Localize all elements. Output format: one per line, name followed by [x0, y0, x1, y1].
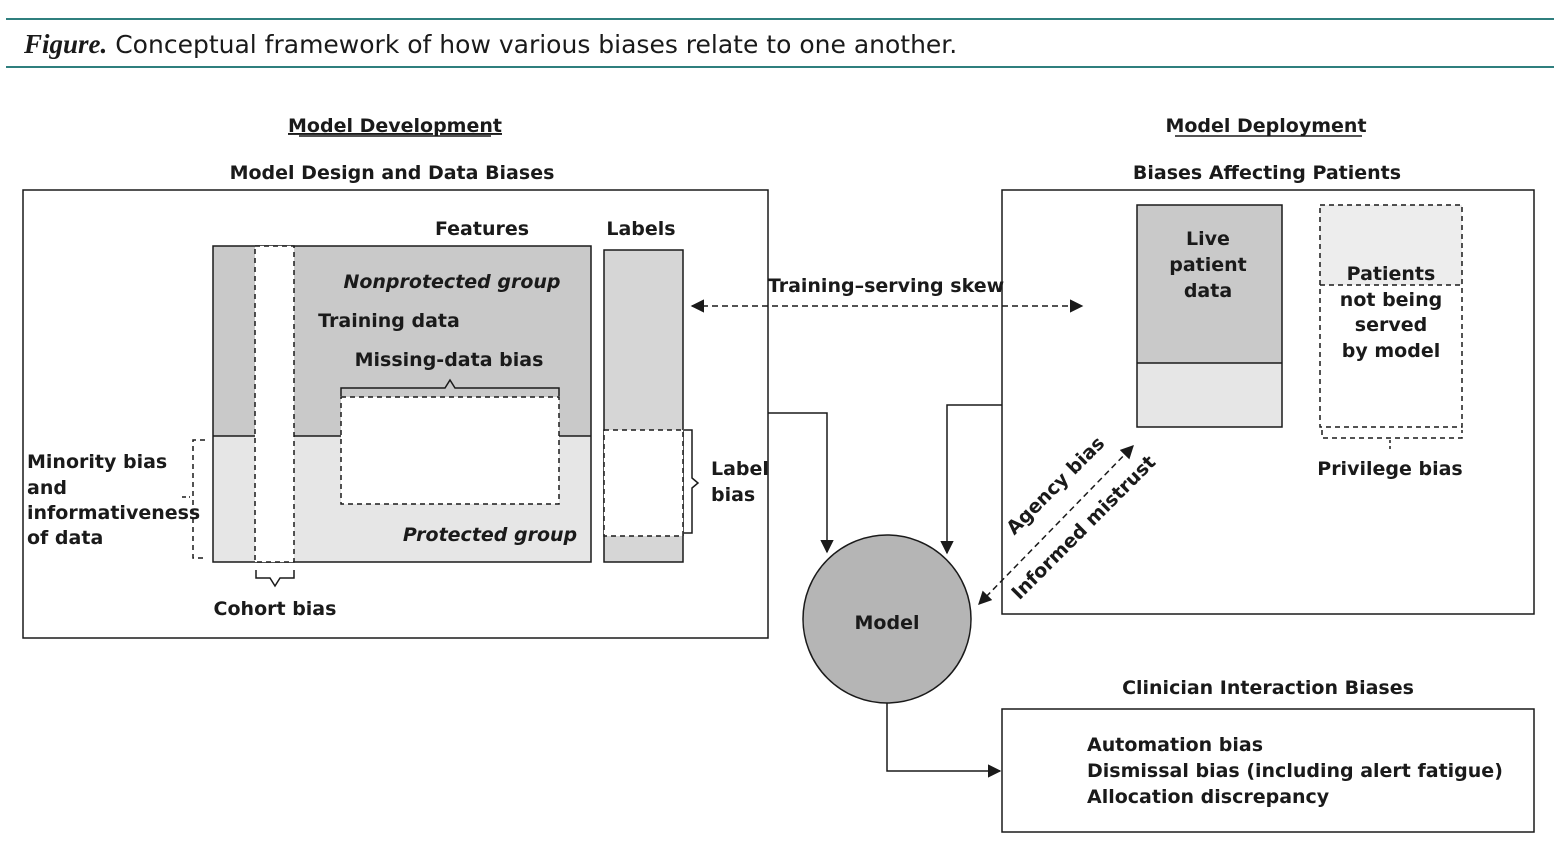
not-served-line-3: served	[1355, 314, 1427, 336]
development-to-model-arrow	[768, 412, 834, 554]
clinician-item-automation: Automation bias	[1087, 734, 1263, 756]
nonprotected-group-label: Nonprotected group	[343, 271, 560, 293]
minority-bias-line-2: and	[27, 477, 67, 499]
figure-caption: Figure. Conceptual framework of how vari…	[24, 29, 957, 60]
caption-text: Conceptual framework of how various bias…	[107, 30, 958, 59]
labels-label: Labels	[606, 218, 675, 240]
live-data-line-3: data	[1184, 280, 1232, 302]
clinician-item-dismissal: Dismissal bias (including alert fatigue)	[1087, 760, 1503, 782]
clinician-interaction-title: Clinician Interaction Biases	[1122, 677, 1414, 699]
model-design-box-title: Model Design and Data Biases	[230, 162, 555, 184]
patients-not-served-box	[1319, 204, 1463, 428]
protected-group-label: Protected group	[403, 524, 577, 546]
minority-bias-line-4: of data	[27, 527, 103, 549]
features-label: Features	[435, 218, 529, 240]
training-data-block	[212, 245, 592, 563]
cohort-bias-label: Cohort bias	[214, 598, 337, 620]
caption-bar: Figure. Conceptual framework of how vari…	[6, 18, 1554, 68]
model-design-box	[22, 189, 769, 639]
cohort-column	[254, 245, 295, 563]
privilege-bias-bracket	[1321, 430, 1463, 439]
live-data-line-1: Live	[1186, 228, 1230, 250]
figure-label: Figure.	[24, 29, 108, 59]
not-served-line-2: not being	[1340, 289, 1442, 311]
model-development-heading: Model Development	[288, 115, 502, 137]
biases-affecting-patients-title: Biases Affecting Patients	[1133, 162, 1401, 184]
minority-bias-line-3: informativeness	[27, 502, 200, 524]
clinician-item-allocation: Allocation discrepancy	[1087, 786, 1330, 808]
live-data-line-2: patient	[1169, 254, 1247, 276]
missing-data-brace	[340, 378, 560, 396]
live-data-upper	[1137, 205, 1282, 363]
clinician-interaction-box	[1001, 708, 1535, 833]
label-bias-box	[603, 429, 684, 537]
informed-mistrust-label: Informed mistrust	[1007, 451, 1160, 604]
not-served-line-4: by model	[1342, 340, 1440, 362]
model-deployment-heading: Model Deployment	[1165, 115, 1366, 137]
model-to-clinician-arrow	[886, 703, 1002, 778]
training-serving-skew-label: Training–serving skew	[768, 275, 1004, 297]
privilege-bias-label: Privilege bias	[1317, 458, 1462, 480]
cohort-brace	[255, 570, 295, 588]
missing-data-bias-label: Missing-data bias	[355, 349, 544, 371]
missing-data-box	[340, 396, 560, 505]
live-data-lower	[1137, 363, 1282, 427]
label-bias-brace	[684, 429, 700, 534]
live-patient-data-block	[1136, 204, 1283, 428]
label-bias-line-2: bias	[711, 484, 755, 506]
minority-bias-bracket	[192, 439, 205, 559]
not-served-shade	[1320, 205, 1462, 285]
label-bias-line-1: Label	[711, 458, 769, 480]
biases-affecting-patients-box	[1001, 189, 1535, 615]
model-label: Model	[855, 612, 920, 634]
agency-bias-arrow	[978, 445, 1134, 605]
not-served-line-1: Patients	[1347, 263, 1436, 285]
minority-bias-line-1: Minority bias	[27, 451, 167, 473]
training-data-label: Training data	[318, 310, 460, 332]
deployment-to-model-arrow	[940, 404, 1002, 555]
